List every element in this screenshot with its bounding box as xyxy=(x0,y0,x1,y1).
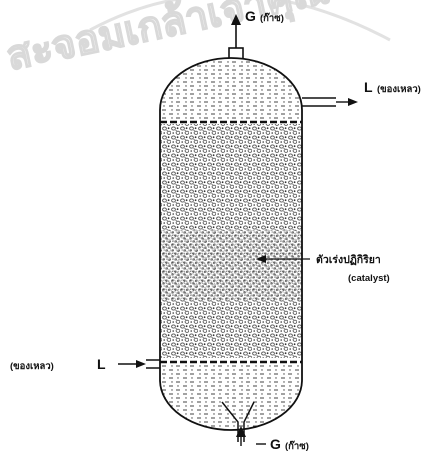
reactor-vessel xyxy=(150,40,310,444)
bottom-liquid-zone xyxy=(150,364,310,444)
liquid-bottom-symbol: L xyxy=(97,356,106,372)
liquid-outlet-top xyxy=(302,98,358,106)
liquid-top-label: (ของเหลว) xyxy=(377,84,421,95)
gas-bottom-symbol: G xyxy=(270,436,281,452)
catalyst-english-label: (catalyst) xyxy=(348,273,390,284)
arrow-right-icon xyxy=(348,98,358,106)
liquid-top-symbol: L xyxy=(364,79,373,95)
catalyst-label: ตัวเร่งปฏิกิริยา xyxy=(316,254,381,266)
arrow-right-icon xyxy=(136,360,146,368)
gas-top-label: (ก๊าซ) xyxy=(260,12,284,24)
liquid-inlet-bottom xyxy=(118,360,160,368)
top-liquid-zone xyxy=(150,60,310,120)
gas-top-symbol: G xyxy=(245,8,256,24)
liquid-bottom-label: (ของเหลว) xyxy=(10,361,54,372)
catalyst-bed-dense xyxy=(160,230,302,300)
gas-bottom-label: (ก๊าซ) xyxy=(285,440,309,452)
